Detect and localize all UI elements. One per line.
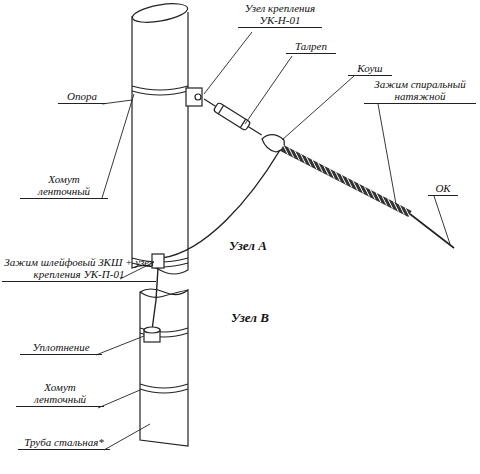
node-title: Узел А <box>218 238 278 253</box>
turnbuckle <box>201 95 264 140</box>
spiral-winding <box>399 205 404 215</box>
part-label: Зажим шлейфовый ЗКШ + узел крепления УК-… <box>2 256 156 282</box>
spiral-winding <box>283 145 288 155</box>
spiral-winding <box>347 178 352 188</box>
spiral-winding <box>382 196 387 206</box>
part-label: Уплотнение <box>20 341 102 355</box>
spiral-winding <box>306 157 311 167</box>
spiral-winding <box>370 190 375 200</box>
cable-drop <box>152 268 158 330</box>
pipe-break <box>140 290 188 297</box>
spiral-winding <box>376 193 381 203</box>
spiral-winding <box>388 199 393 209</box>
spiral-winding <box>335 172 340 182</box>
part-label: Коуш <box>348 62 392 76</box>
spiral-winding <box>318 163 323 173</box>
steel-pipe <box>140 289 188 446</box>
spiral-winding <box>329 169 334 179</box>
pole-body <box>132 12 188 274</box>
part-label: ОК <box>428 182 458 196</box>
band-clamp <box>140 384 188 393</box>
part-label: Опора <box>58 90 106 104</box>
seal-top <box>144 327 160 333</box>
spiral-winding <box>359 184 364 194</box>
part-label: Зажим спиральный натяжной <box>364 78 476 104</box>
spiral-winding <box>312 160 317 170</box>
spiral-winding <box>353 181 358 191</box>
part-label: Талреп <box>286 40 336 54</box>
loop-clamp <box>152 254 164 268</box>
spiral-clamp <box>282 148 410 214</box>
spiral-winding <box>341 175 346 185</box>
part-label: Труба стальная* <box>18 436 110 450</box>
spiral-winding <box>295 151 300 161</box>
spiral-winding <box>364 187 369 197</box>
part-label: Узел крепления УК-Н-01 <box>238 2 322 28</box>
cable-loop <box>162 150 280 258</box>
part-label: Хомут ленточный <box>20 173 108 199</box>
spiral-winding <box>405 208 410 218</box>
spiral-winding <box>300 154 305 164</box>
part-label: Хомут ленточный <box>16 381 104 407</box>
pole-top <box>131 0 189 25</box>
band-clamp <box>132 86 188 95</box>
optical-cable <box>410 214 454 248</box>
spiral-winding <box>324 166 329 176</box>
thimble <box>262 135 284 152</box>
mounting-bracket <box>186 88 202 106</box>
bracket-pin <box>195 94 201 100</box>
node-title: Узел В <box>220 310 280 325</box>
spiral-winding <box>289 148 294 158</box>
